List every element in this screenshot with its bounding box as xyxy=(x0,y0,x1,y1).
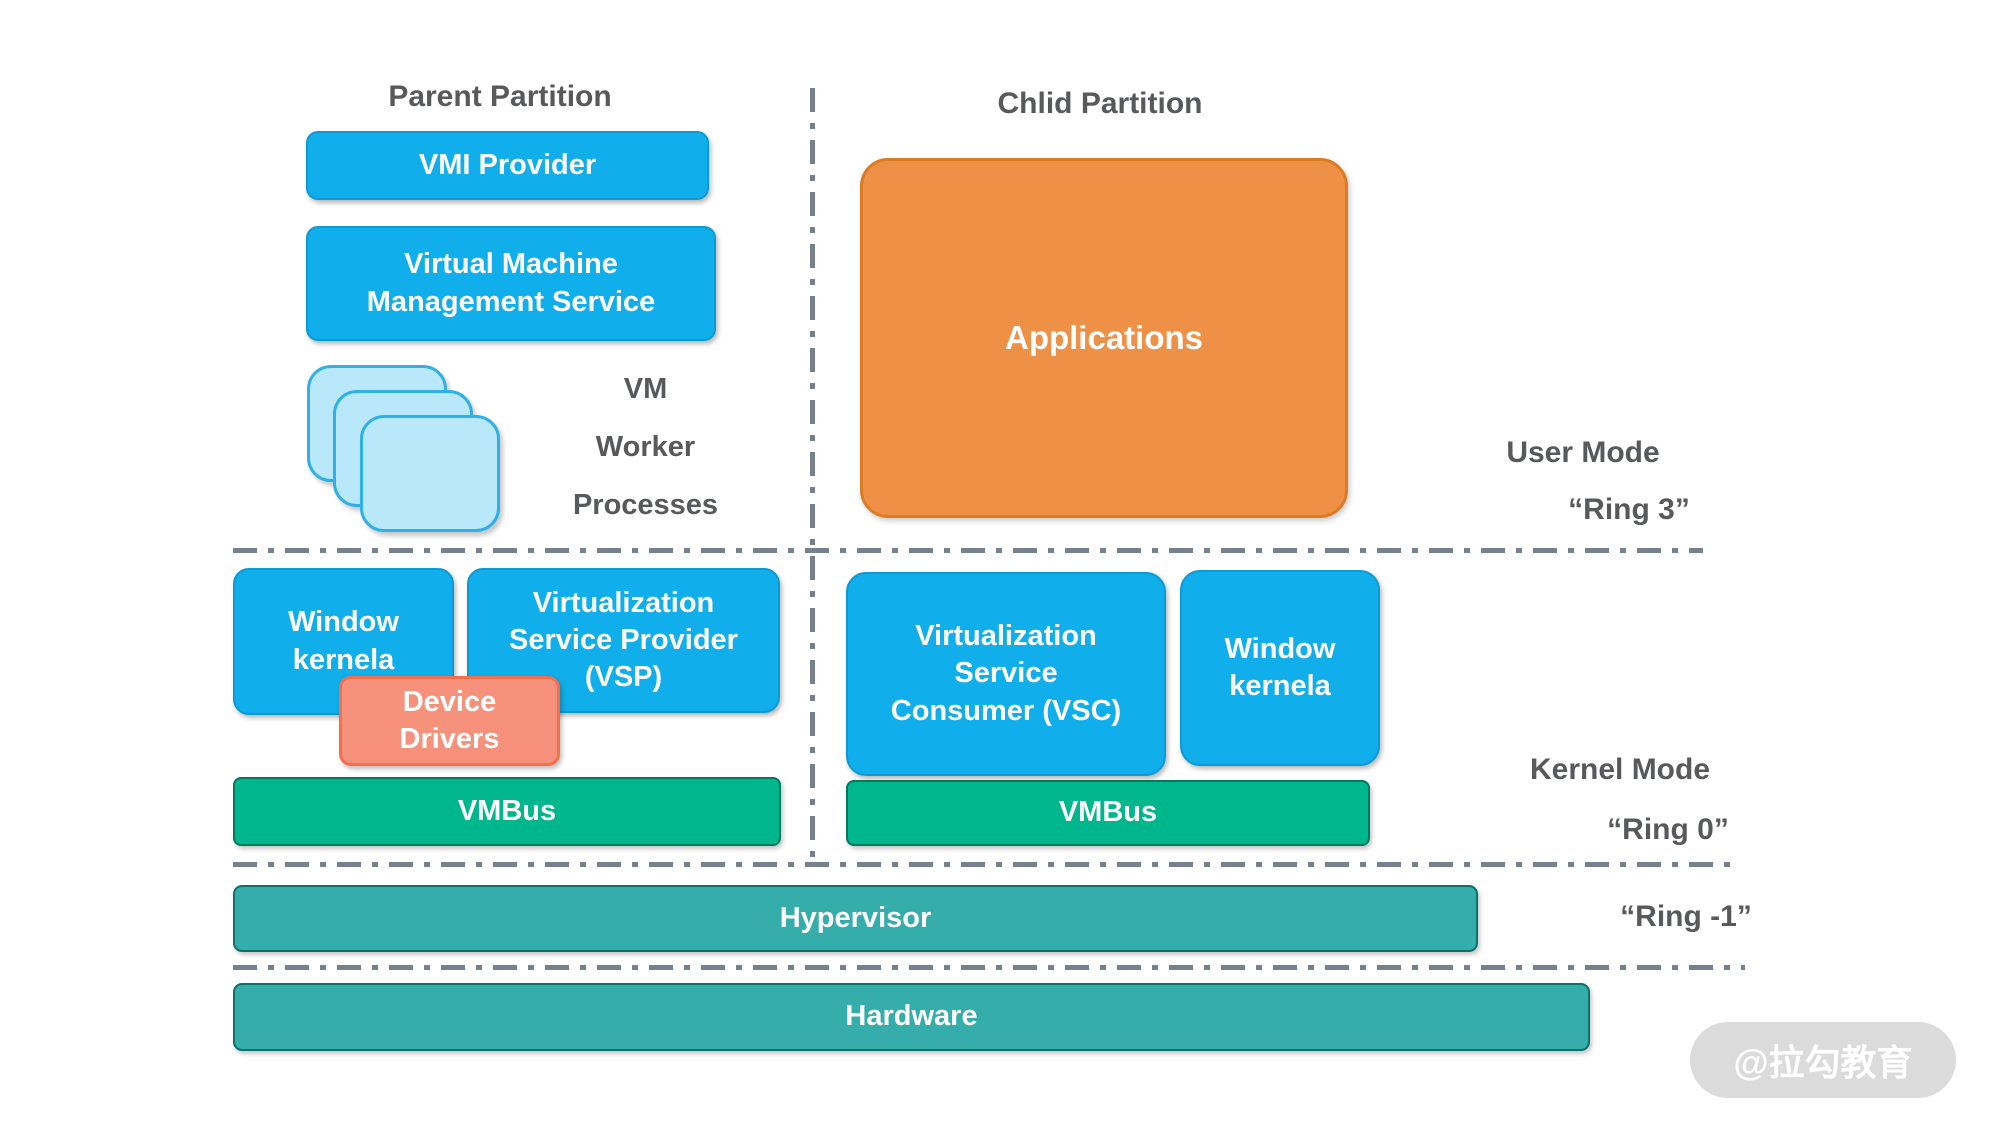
user-mode-label: User Mode xyxy=(1506,436,1660,469)
watermark-badge: @拉勾教育 xyxy=(1690,1022,1956,1098)
ring-minus1-label: “Ring -1” xyxy=(1620,900,1752,933)
kernel-hypervisor-divider-line xyxy=(233,862,1735,867)
user-kernel-divider-line xyxy=(233,548,1703,553)
ring0-label: “Ring 0” xyxy=(1607,813,1729,846)
vmi-provider-box: VMI Provider xyxy=(306,131,709,200)
window-kernel-right-box: Window kernela xyxy=(1180,570,1380,766)
vm-worker-processes-label: VM Worker Processes xyxy=(572,373,719,521)
hardware-bar: Hardware xyxy=(233,983,1590,1051)
ring3-label: “Ring 3” xyxy=(1568,493,1690,526)
kernel-mode-label: Kernel Mode xyxy=(1529,753,1711,786)
parent-partition-title: Parent Partition xyxy=(388,80,612,113)
applications-box: Applications xyxy=(860,158,1348,518)
vmbus-right-bar: VMBus xyxy=(846,780,1370,846)
vsc-box: Virtualization Service Consumer (VSC) xyxy=(846,572,1166,776)
device-drivers-box: Device Drivers xyxy=(339,676,560,766)
partition-divider-line xyxy=(810,88,815,865)
vm-process-card-front xyxy=(360,415,500,532)
vmbus-left-bar: VMBus xyxy=(233,777,781,846)
child-partition-title: Chlid Partition xyxy=(997,87,1203,120)
vm-management-service-box: Virtual Machine Management Service xyxy=(306,226,716,341)
hypervisor-bar: Hypervisor xyxy=(233,885,1478,952)
vsp-box: Virtualization Service Provider (VSP) xyxy=(467,568,780,713)
hypervisor-hardware-divider-line xyxy=(233,965,1745,970)
